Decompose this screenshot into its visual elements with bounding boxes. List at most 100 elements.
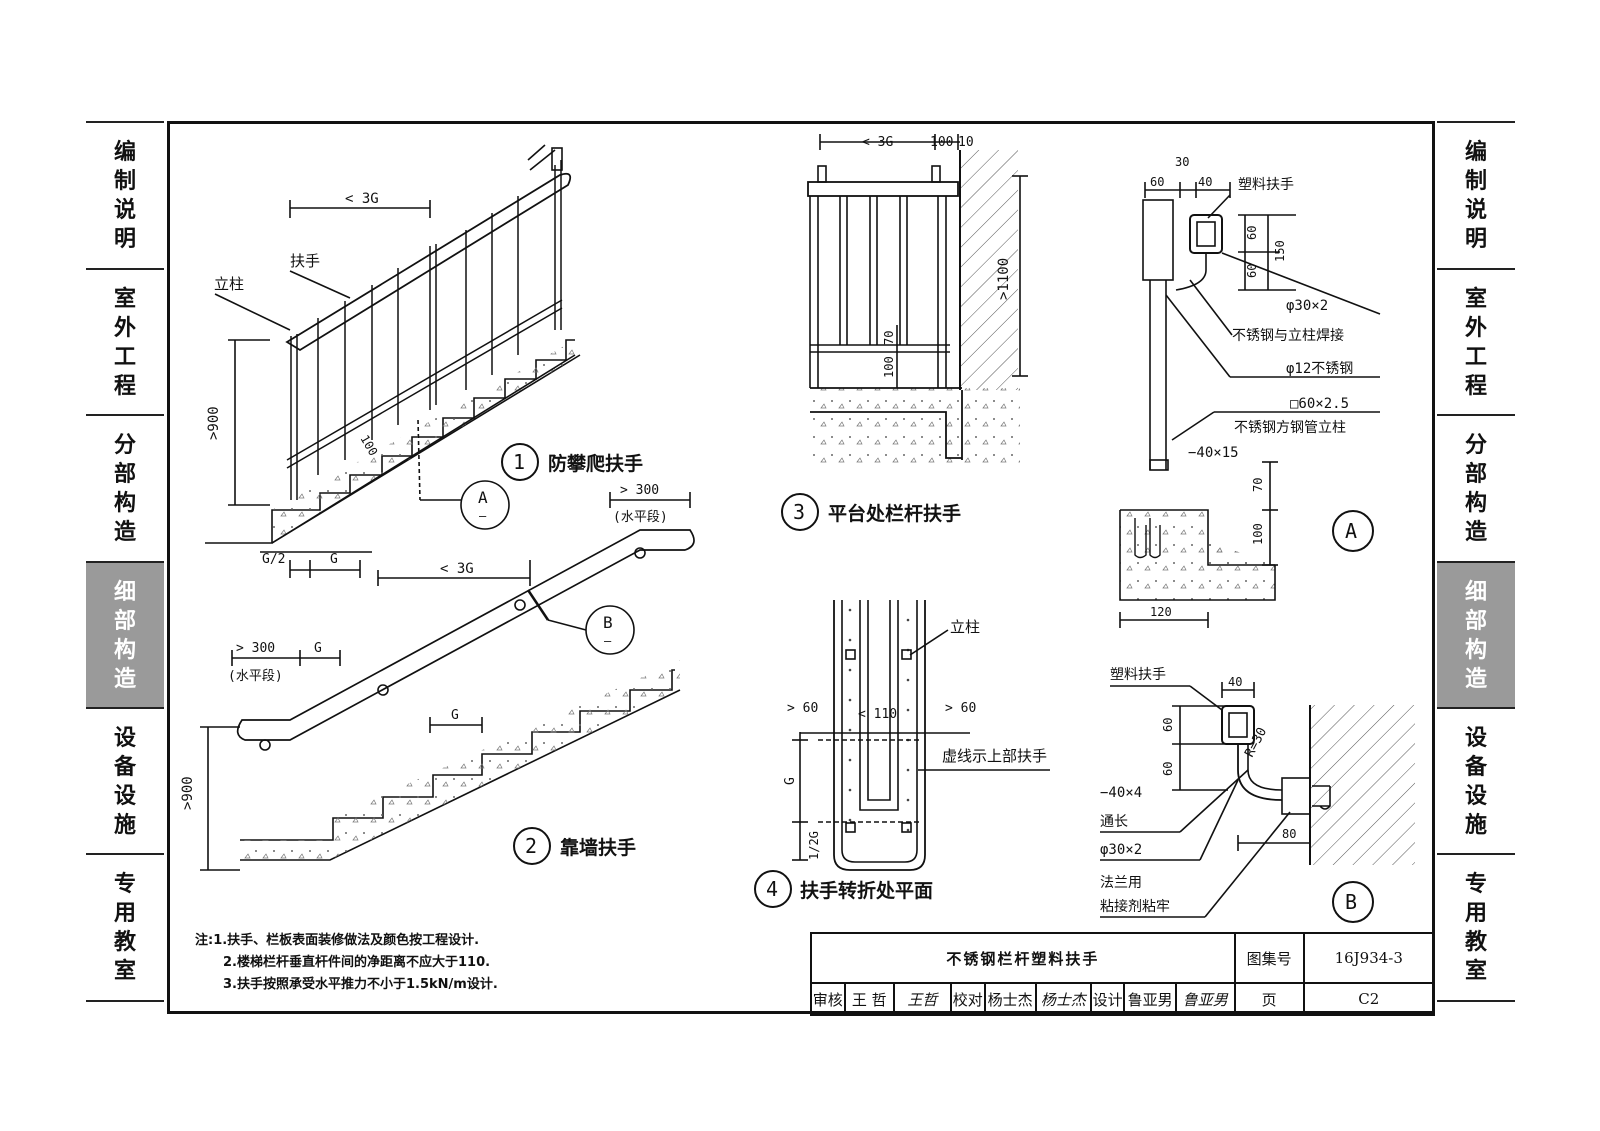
da-d120: 120 [1150,605,1172,619]
tab-char: 造 [113,519,136,545]
drawing-title: 不锈钢栏杆塑料扶手 [810,932,1236,984]
handrail-3 [807,181,959,197]
da-d100: 100 [1251,523,1265,545]
left-tab-1[interactable]: 编制说明 [86,121,164,269]
checker-name: 杨士杰 [983,982,1037,1016]
d4-right-label: > 60 [945,701,976,716]
d1-spacing-label: < 3G [345,191,379,207]
tab-char: 构 [1464,490,1487,516]
d3-d100b-label: 100 [882,356,896,378]
tab-char: 构 [1464,637,1487,663]
d1-title: 防攀爬扶手 [548,452,643,475]
right-tab-2[interactable]: 室外工程 [1437,268,1515,416]
db-d60a: 60 [1161,718,1175,732]
tab-char: 施 [1464,812,1487,838]
d1-number: 1 [513,450,525,474]
d1-g-half-label: G/2 [262,552,285,567]
da-post: 不锈钢方钢管立柱 [1234,420,1346,436]
db-d80: 80 [1282,827,1296,841]
handrail-1 [285,172,572,352]
note-item: 2.楼梯栏杆垂直杆件间的净距离不应大于110. [223,955,491,970]
tab-char: 编 [1464,139,1487,165]
designer-name: 鲁亚男 [1123,982,1177,1016]
tab-char: 明 [113,226,136,252]
tab-char: 分 [113,432,136,458]
left-tab-6[interactable]: 专用教室 [86,853,164,1001]
d3-d70-label: 70 [882,331,896,345]
right-tab-6[interactable]: 专用教室 [1437,853,1515,1001]
d2-callout-letter: B [603,613,613,632]
design-label: 设计 [1089,982,1126,1016]
right-tab-1[interactable]: 编制说明 [1437,121,1515,269]
tab-char: 设 [113,783,136,809]
notes-prefix: 注: [195,933,214,948]
right-tab-4[interactable]: 细部构造 [1437,561,1515,709]
left-tab-bottom-rule [86,1000,164,1002]
tab-char: 细 [1464,579,1487,605]
d3-spacing-label: < 3G [862,135,893,150]
title-block: 不锈钢栏杆塑料扶手 图集号 16J934-3 审核 王 哲 王哲 校对 杨士杰 … [810,932,1436,1016]
tab-char: 室 [113,958,136,984]
tab-char: 备 [1464,754,1487,780]
d4-dashed-note: 虚线示上部扶手 [942,747,1047,765]
atlas-label: 图集号 [1233,932,1305,984]
tab-char: 制 [1464,168,1487,194]
drawing-frame [167,121,1435,1014]
tab-char: 室 [1464,958,1487,984]
tab-char: 用 [1464,900,1487,926]
left-tab-2[interactable]: 室外工程 [86,268,164,416]
tab-char: 细 [113,579,136,605]
stair-profile-1 [205,339,575,544]
reviewer-name: 王 哲 [843,982,895,1016]
tab-char: 部 [1464,608,1487,634]
tab-char: 造 [1464,519,1487,545]
diagram-anti-climb-handrail: < 3G >900 100 立柱 扶手 G/2 G A — 1 防攀爬扶手 [205,144,643,578]
designer-signature: 鲁亚男 [1174,982,1236,1016]
diagram-turning-plan: G 1/2G > 60 < 110 > 60 立柱 虚线示上部扶手 4 扶手转折… [754,600,1050,908]
diagram-platform-railing: < 3G 100 10 >1100 70 100 3 平台处栏杆扶手 [781,134,1028,531]
tab-char: 外 [1464,315,1487,341]
d2-g-label: G [314,641,322,656]
tab-char: 说 [113,197,136,223]
d3-title: 平台处栏杆扶手 [828,502,961,525]
d2-height-label: >900 [180,776,196,810]
review-label: 审核 [810,982,846,1016]
tab-char: 造 [113,666,136,692]
db-tube: φ30×2 [1100,842,1142,858]
da-d40: 40 [1198,175,1212,189]
d4-g-label: G [783,777,798,785]
da-plate: −40×15 [1188,445,1239,461]
d4-mid-label: < 110 [858,707,897,722]
tab-char: 室 [113,286,136,312]
tab-char: 程 [113,373,136,399]
notes-block: 注:1.扶手、栏板表面装修做法及颜色按工程设计. 2.楼梯栏杆垂直杆件间的净距离… [195,930,498,996]
right-tab-3[interactable]: 分部构造 [1437,414,1515,562]
d4-left-label: > 60 [787,701,818,716]
tab-char: 构 [113,490,136,516]
tab-char: 设 [1464,783,1487,809]
da-weld: 不锈钢与立柱焊接 [1232,327,1344,344]
d3-number: 3 [793,500,805,524]
left-tab-4[interactable]: 细部构造 [86,561,164,709]
da-plastic: 塑料扶手 [1238,177,1294,193]
left-tab-3[interactable]: 分部构造 [86,414,164,562]
da-d60a: 60 [1245,226,1259,240]
d3-d10-label: 10 [958,135,974,150]
d2-ext-top: > 300 [620,483,659,498]
d1-g-label: G [330,552,338,567]
da-square: □60×2.5 [1290,396,1349,412]
tab-char: 部 [113,608,136,634]
diagram-wall-handrail: < 3G > 300 (水平段) > 300 G (水平段) G >900 B … [180,483,695,871]
tab-char: 设 [113,725,136,751]
left-tab-5[interactable]: 设备设施 [86,707,164,855]
tab-char: 教 [1464,929,1487,955]
db-plastic: 塑料扶手 [1110,667,1166,683]
reviewer-signature: 王哲 [892,982,952,1016]
tab-char: 程 [1464,373,1487,399]
right-tab-5[interactable]: 设备设施 [1437,707,1515,855]
db-flange: 法兰用 [1100,875,1142,891]
d2-ext-bottom-note: (水平段) [228,669,283,684]
tab-char: 构 [113,637,136,663]
handrail-2 [236,529,695,741]
